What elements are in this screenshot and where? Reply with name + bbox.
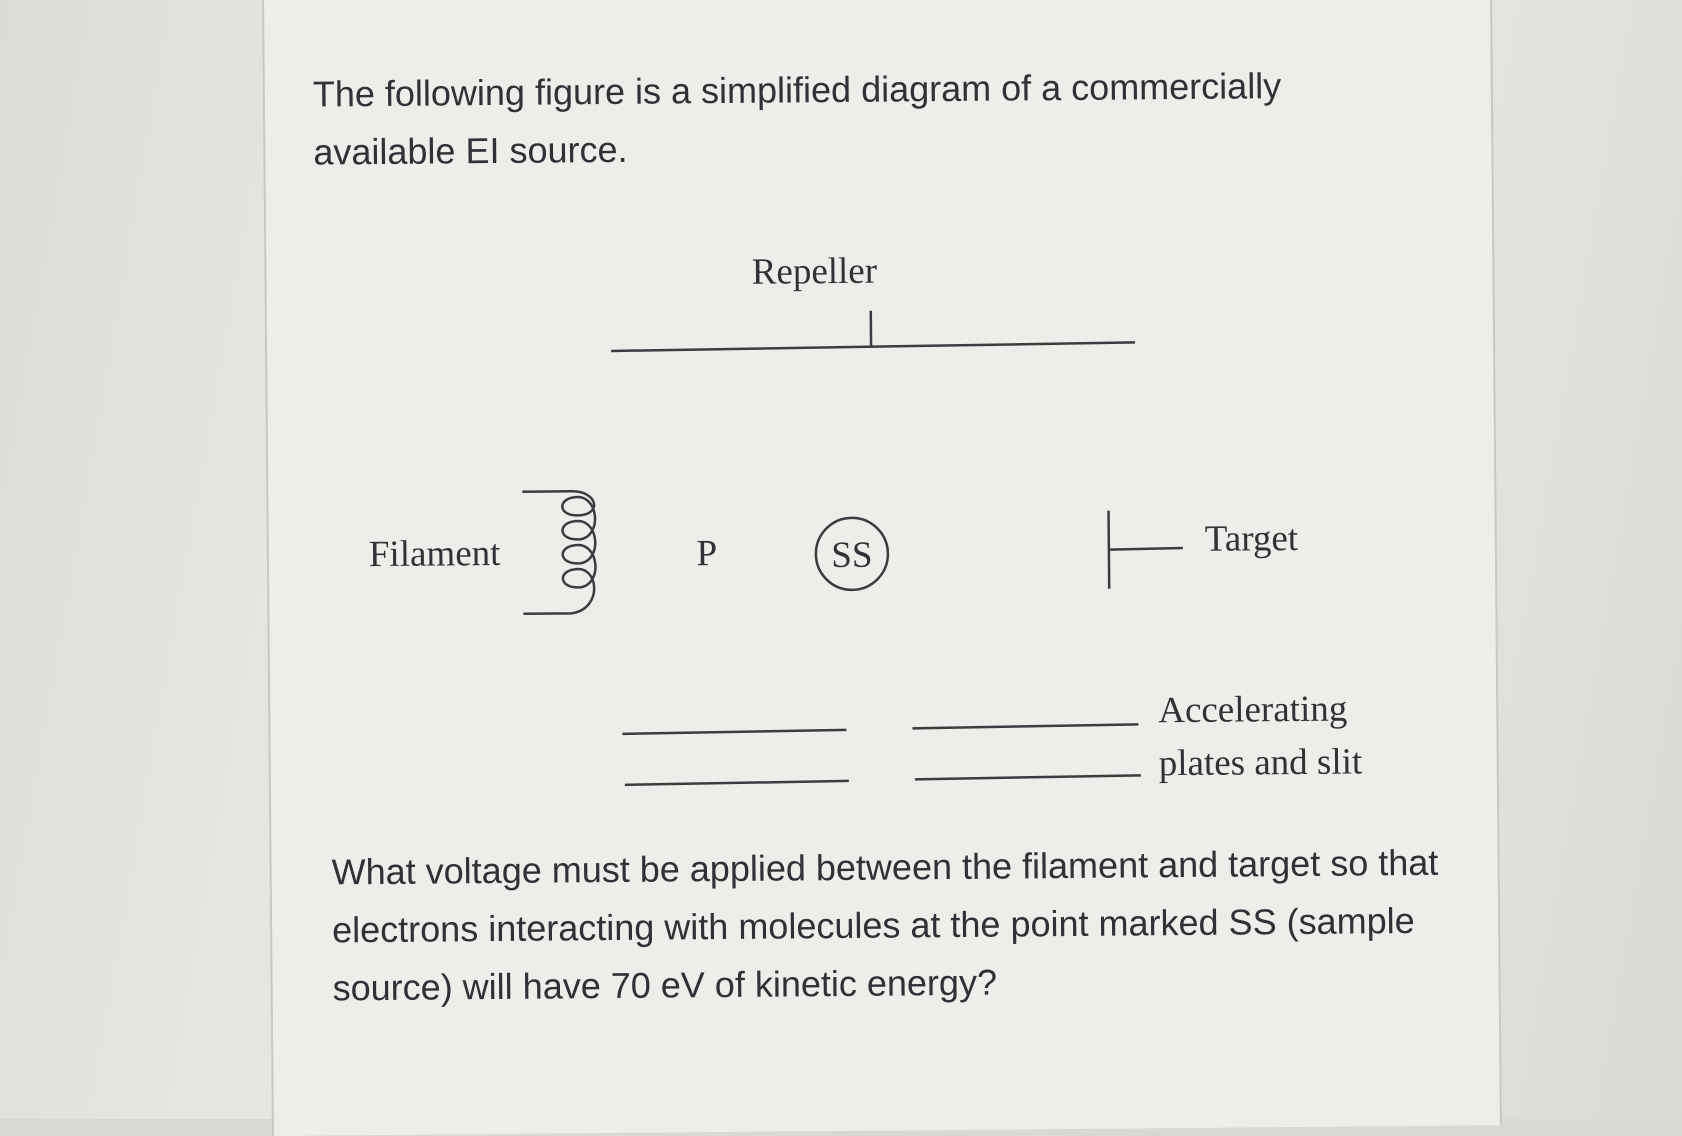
target-label: Target — [1205, 518, 1299, 560]
plates-label-line2: plates and slit — [1159, 741, 1364, 784]
p-label: P — [696, 533, 717, 574]
repeller-label: Repeller — [752, 251, 878, 293]
plates-label-line1: Accelerating — [1158, 689, 1347, 732]
accelerating-plate-lower-left — [625, 781, 849, 785]
filament-label: Filament — [369, 533, 502, 575]
accelerating-plate-upper-left — [622, 730, 846, 734]
accelerating-plate-lower-right — [915, 775, 1141, 779]
target-pointer — [1109, 548, 1183, 550]
accelerating-plate-upper-right — [912, 724, 1138, 728]
question-card: The following figure is a simplified dia… — [262, 0, 1502, 1136]
filament-coil-icon — [522, 491, 596, 614]
ss-label: SS — [831, 535, 873, 576]
repeller-plate — [611, 342, 1135, 351]
question-body-text: What voltage must be applied between the… — [331, 834, 1452, 1018]
